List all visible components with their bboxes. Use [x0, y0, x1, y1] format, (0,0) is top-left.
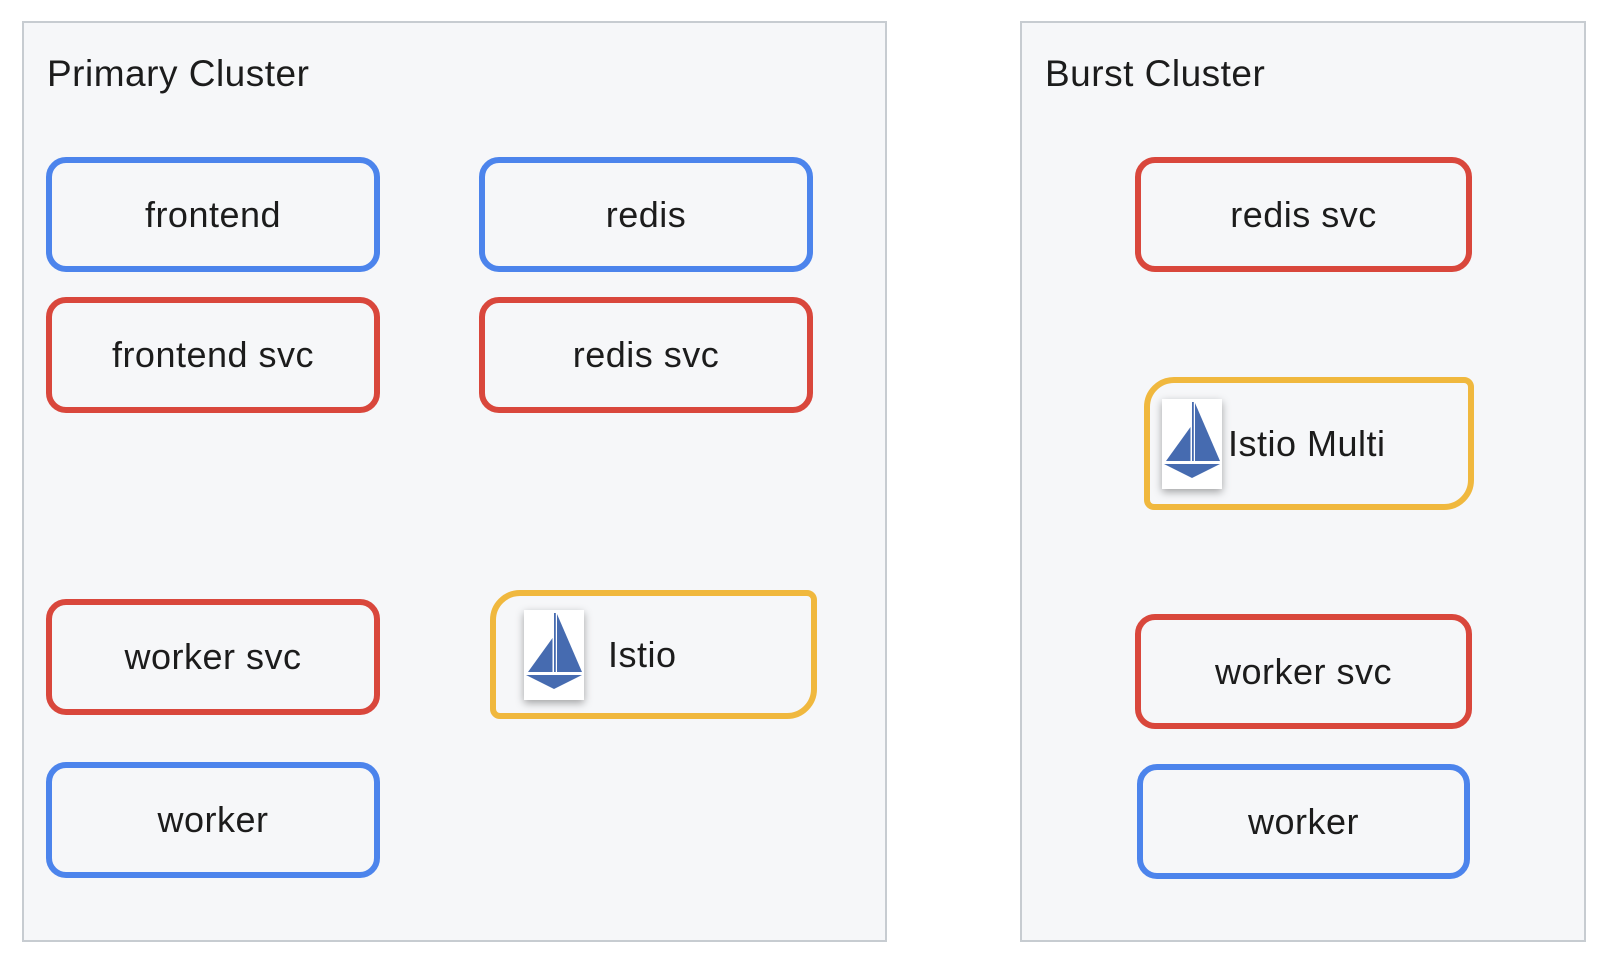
node-worker: worker	[1137, 764, 1470, 879]
node-label: worker svc	[124, 636, 302, 677]
node-redis-svc: redis svc	[1135, 157, 1472, 272]
cluster-burst-title: Burst Cluster	[1045, 53, 1266, 94]
node-label: Istio	[608, 633, 677, 675]
node-label: redis svc	[572, 334, 720, 375]
istio-sailboat-icon	[524, 609, 584, 700]
cluster-primary: Primary Cluster frontend redis frontend …	[22, 21, 887, 942]
node-label: frontend svc	[111, 334, 315, 375]
node-frontend: frontend	[46, 157, 380, 272]
node-label: worker	[1247, 800, 1360, 842]
node-redis-svc: redis svc	[479, 297, 813, 413]
node-label: frontend	[144, 193, 282, 235]
cluster-burst: Burst Cluster redis svc Istio Multi work…	[1020, 21, 1586, 942]
node-label: Istio Multi	[1228, 422, 1386, 464]
node-worker: worker	[46, 762, 380, 878]
istio-sailboat-icon	[1162, 398, 1222, 489]
cluster-primary-title: Primary Cluster	[47, 53, 310, 94]
node-label: worker svc	[1214, 650, 1393, 692]
node-redis: redis	[479, 157, 813, 272]
node-istio-multi: Istio Multi	[1144, 377, 1474, 510]
node-worker-svc: worker svc	[1135, 614, 1472, 729]
node-label: redis svc	[1230, 193, 1377, 235]
node-label: redis	[605, 193, 687, 235]
node-label: worker	[157, 799, 269, 840]
node-worker-svc: worker svc	[46, 599, 380, 715]
node-istio: Istio	[490, 590, 817, 719]
node-frontend-svc: frontend svc	[46, 297, 380, 413]
